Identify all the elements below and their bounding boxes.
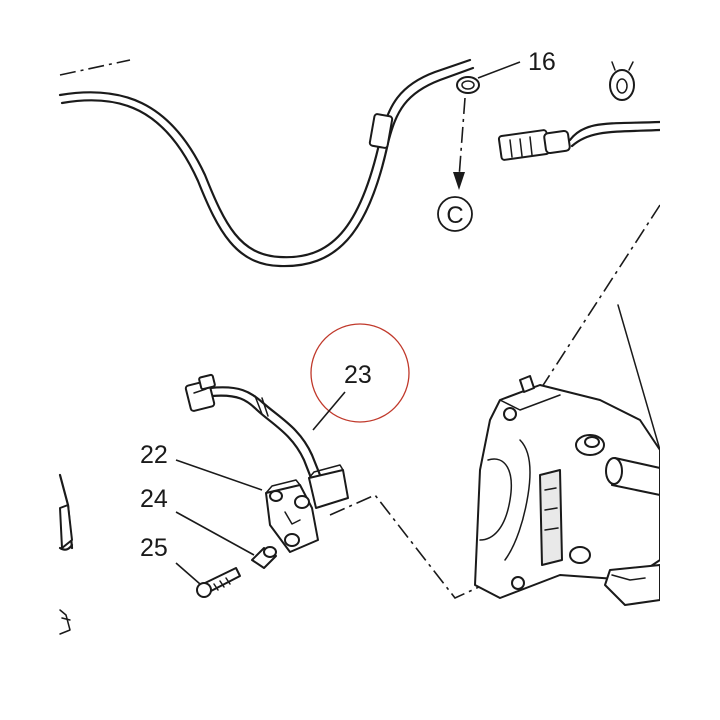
callout-23: 23	[344, 361, 372, 389]
wire-harness-part-23	[184, 373, 349, 509]
washer-part-16	[453, 61, 521, 190]
reference-marker-c: C	[437, 196, 473, 232]
dash-leader-upper	[539, 204, 661, 391]
callout-16: 16	[528, 48, 556, 76]
brake-caliper	[474, 375, 661, 606]
reference-letter: C	[446, 202, 463, 229]
sensor-connector-top-right	[497, 120, 662, 161]
arrow-down-icon	[453, 172, 465, 190]
callout-22: 22	[140, 441, 168, 469]
sensor-bracket-part-22	[265, 479, 319, 553]
callout-24: 24	[140, 485, 168, 513]
hose-ferrule	[368, 113, 394, 149]
highlight-ring	[310, 323, 410, 423]
frame-line-right	[617, 304, 661, 451]
banjo-fitting-top-right	[609, 61, 635, 101]
callout-25: 25	[140, 534, 168, 562]
brake-hose-top	[58, 58, 475, 268]
left-edge-partial-parts	[58, 473, 74, 635]
bolt-part-25	[196, 567, 241, 598]
spacer-sleeve-part-24	[251, 546, 277, 569]
